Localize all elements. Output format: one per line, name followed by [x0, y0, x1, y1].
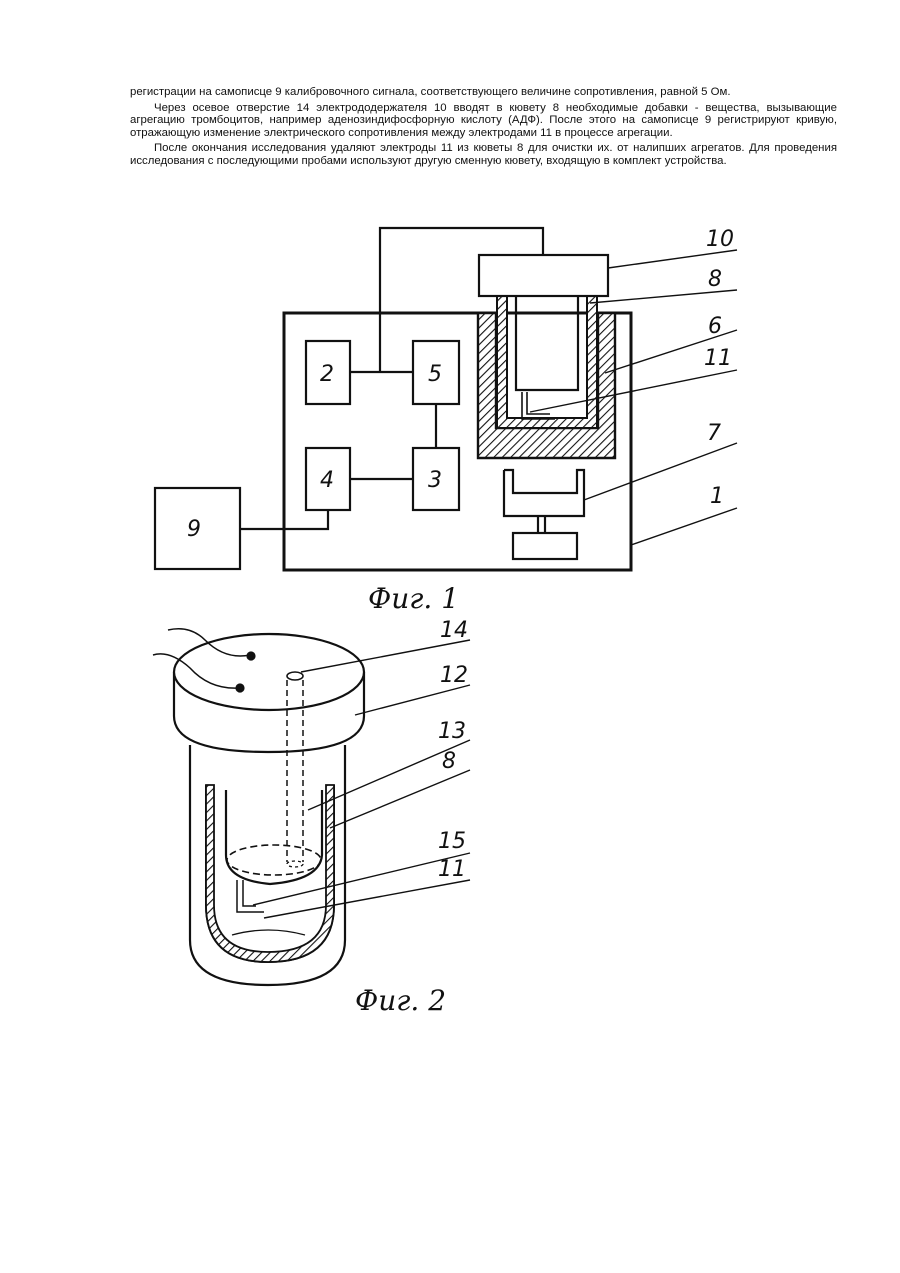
block-5-label: 5: [428, 362, 442, 387]
fig2-callout-13: 13: [438, 719, 466, 744]
callout-10: 10: [706, 227, 734, 252]
figure-1: [155, 228, 737, 570]
block-3-label: 3: [428, 468, 442, 493]
fig2-callout-12: 12: [440, 663, 468, 688]
fig2-callout-14: 14: [440, 618, 468, 643]
cap-top: [174, 634, 364, 710]
fig2-callout-11: 11: [438, 857, 466, 882]
block-2-label: 2: [320, 362, 334, 387]
electrode-11: [243, 880, 256, 906]
callout-7: 7: [707, 421, 721, 446]
callout-8: 8: [708, 267, 722, 292]
motor: [513, 533, 577, 559]
callout-1: 1: [710, 484, 724, 509]
lead-point-2: [237, 685, 244, 692]
block-4-label: 4: [320, 468, 334, 493]
fig2-caption: Фиг. 2: [355, 984, 446, 1017]
lead-point-1: [248, 653, 255, 660]
fig2-callout-15: 15: [438, 829, 466, 854]
block-9-label: 9: [187, 517, 201, 542]
liquid-meniscus: [232, 930, 305, 935]
figure-2: [153, 629, 470, 985]
wire-electrode-holder: [380, 228, 543, 372]
electrode-15: [237, 880, 264, 912]
electrode-holder-10: [479, 255, 608, 296]
stirrer-7: [504, 470, 584, 516]
fig1-caption: Фиг. 1: [368, 582, 459, 615]
callout-11: 11: [704, 346, 732, 371]
electrode-holder-stem: [516, 296, 578, 390]
fig2-callout-8: 8: [442, 749, 456, 774]
callout-6: 6: [708, 314, 722, 339]
